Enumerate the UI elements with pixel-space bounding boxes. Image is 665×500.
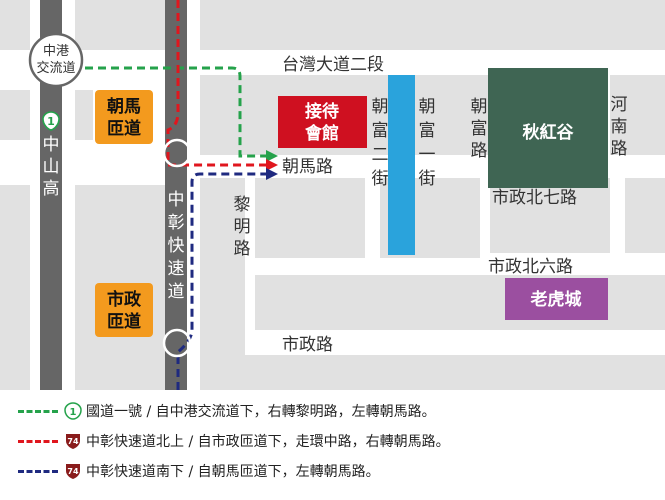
chaofu-road-label: 朝富路 — [471, 97, 488, 161]
svg-text:74: 74 — [67, 467, 79, 476]
red-route-swatch — [18, 439, 58, 443]
route-green — [85, 66, 272, 158]
svg-text:接待: 接待 — [305, 101, 339, 122]
shizheng-ramp-circle — [162, 328, 192, 358]
route-green-arrow — [266, 150, 278, 162]
green-route-swatch — [18, 409, 58, 413]
blue-route-swatch — [18, 469, 58, 473]
chaoma-road-label: 朝馬路 — [282, 157, 333, 177]
liming-road-label: 黎明路 — [234, 195, 251, 259]
shizheng-n7-road-label: 市政北七路 — [492, 188, 577, 208]
legend-row-red: 74 中彰快速道北上 / 自市政匝道下，走環中路，右轉朝馬路。 — [18, 428, 658, 454]
shizheng-n6-road-label: 市政北六路 — [488, 257, 573, 277]
legend-row-blue: 74 中彰快速道南下 / 自朝馬匝道下，左轉朝馬路。 — [18, 458, 658, 484]
svg-text:匝道: 匝道 — [107, 311, 141, 332]
mrt-line — [388, 75, 415, 255]
svg-text:74: 74 — [67, 437, 79, 446]
svg-text:匝道: 匝道 — [107, 118, 141, 139]
shizheng-road-label: 市政路 — [282, 335, 333, 355]
zhonggang-label-line2: 交流道 — [36, 60, 75, 76]
route-red — [166, 0, 272, 167]
chaoma-ramp-box: 朝馬 匝道 — [95, 90, 153, 144]
zhonggang-interchange-circle — [28, 32, 84, 88]
legend-row-green: 1 國道一號 / 自中港交流道下，右轉黎明路，左轉朝馬路。 — [18, 398, 658, 424]
zhongzhang-expressway — [165, 0, 187, 390]
chaoma-ramp-circle — [162, 138, 192, 168]
chaofu1-street-label: 朝富一街 — [419, 97, 436, 189]
legend-text-blue: 中彰快速道南下 / 自朝馬匝道下，左轉朝馬路。 — [86, 464, 380, 480]
shizheng-ramp-box: 市政 匝道 — [95, 283, 153, 337]
route-red-arrow — [266, 159, 278, 171]
henan-road-label: 河南路 — [611, 95, 628, 159]
reception-center: 接待 會館 — [278, 96, 367, 148]
chaofu2-street-label: 朝富二街 — [372, 97, 389, 189]
taiwan-boulevard-label: 台灣大道二段 — [282, 55, 384, 75]
tiger-city-mall: 老虎城 — [505, 278, 608, 320]
freeway-1-icon: 1 — [64, 402, 82, 420]
svg-text:市政: 市政 — [107, 289, 142, 310]
freeway-1-badge: 1 — [42, 111, 60, 131]
svg-text:朝馬: 朝馬 — [107, 96, 141, 117]
legend-text-green: 國道一號 / 自中港交流道下，右轉黎明路，左轉朝馬路。 — [86, 404, 436, 420]
legend-text-red: 中彰快速道北上 / 自市政匝道下，走環中路，右轉朝馬路。 — [86, 434, 450, 450]
route-blue — [176, 172, 272, 390]
svg-text:秋紅谷: 秋紅谷 — [523, 122, 575, 143]
zhongshan-highway — [40, 0, 62, 390]
zhongzhang-expressway-label: 中彰快速道 — [168, 190, 185, 302]
svg-text:1: 1 — [70, 407, 77, 418]
zhonggang-label-line1: 中港 — [43, 44, 69, 59]
expressway-74-icon: 74 — [64, 462, 82, 480]
svg-text:老虎城: 老虎城 — [530, 289, 582, 310]
zhongshan-highway-label: 中山高 — [43, 135, 60, 199]
route-blue-arrow — [266, 168, 278, 180]
svg-text:會館: 會館 — [304, 123, 339, 144]
autumn-valley-park: 秋紅谷 — [488, 68, 608, 188]
route-map: 中港 交流道 1 中山高 中彰快速道 黎明路 朝富二街 朝富一街 朝富路 河南路… — [0, 0, 665, 390]
svg-text:1: 1 — [47, 115, 55, 128]
expressway-74-icon: 74 — [64, 432, 82, 450]
